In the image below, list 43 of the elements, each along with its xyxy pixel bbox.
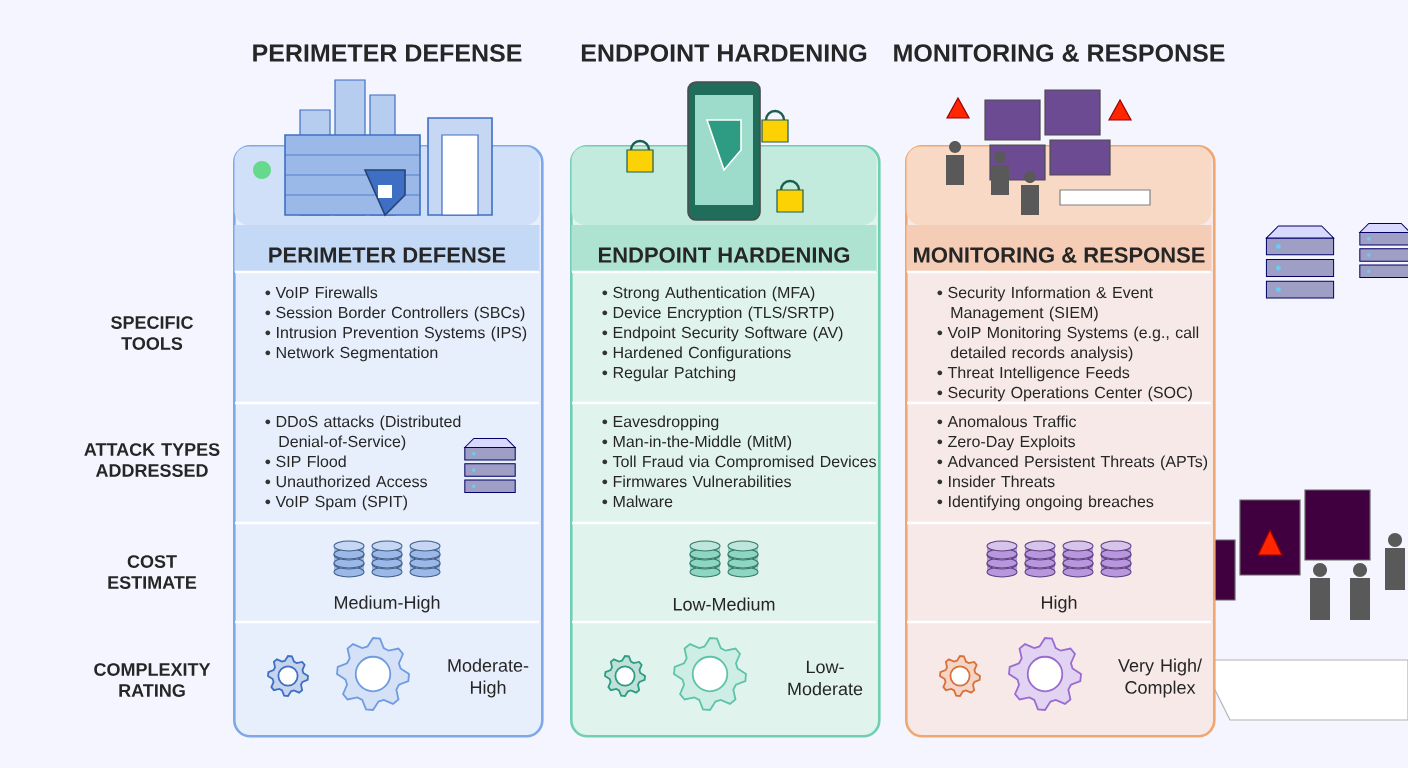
row-label: COMPLEXITY RATING	[94, 663, 211, 697]
bullet-item: Insider Threats	[937, 475, 1055, 488]
header-band: PERIMETER DEFENSE	[234, 225, 540, 272]
column-title: PERIMETER DEFENSE	[253, 44, 522, 62]
complexity-value: Moderate-High	[448, 658, 529, 698]
bullet-item: Hardened Configurations	[602, 346, 791, 362]
cost-value: Low-Medium	[673, 597, 775, 611]
bullet-item: Session Border Controllers (SBCs)	[265, 306, 525, 322]
bullet-item: VoIP Monitoring Systems (e.g., call detailed records analysis)	[937, 326, 1199, 362]
bullet-item: Anomalous Traffic	[937, 415, 1077, 428]
bullet-item: VoIP Spam (SPIT)	[265, 495, 407, 511]
row-label: SPECIFIC TOOLS	[111, 316, 194, 350]
bullet-item: Eavesdropping	[602, 415, 719, 431]
column-title: ENDPOINT HARDENING	[581, 44, 867, 62]
bullet-item: Threat Intelligence Feeds	[937, 366, 1130, 382]
bullet-item: Toll Fraud via Compromised Devices	[602, 455, 876, 471]
bullet-item: VoIP Firewalls	[265, 286, 378, 299]
bullet-item: Regular Patching	[602, 366, 736, 382]
complexity-value: Low-Moderate	[788, 660, 863, 696]
bullet-item: SIP Flood	[265, 455, 346, 468]
bullet-item: Zero-Day Exploits	[937, 435, 1075, 451]
header-band: ENDPOINT HARDENING	[571, 225, 877, 272]
bullet-item: Identifying ongoing breaches	[937, 495, 1154, 511]
bullet-item: Intrusion Prevention Systems (IPS)	[265, 326, 527, 342]
bullet-item: Security Information & Event Management (SIEM)	[937, 286, 1153, 322]
bullet-item: Unauthorized Access	[265, 475, 427, 488]
column-title: MONITORING & RESPONSE	[894, 44, 1225, 62]
bullet-item: Man-in-the-Middle (MitM)	[602, 435, 792, 451]
row-label: COST ESTIMATE	[108, 555, 197, 589]
bullet-item: Network Segmentation	[265, 346, 438, 362]
bullet-item: Device Encryption (TLS/SRTP)	[602, 306, 834, 322]
row-label: ATTACK TYPES ADDRESSED	[84, 443, 220, 477]
bullet-item: Security Operations Center (SOC)	[937, 386, 1192, 402]
bullet-item: Malware	[602, 495, 673, 508]
bullet-item: Strong Authentication (MFA)	[602, 286, 815, 302]
bullet-item: Advanced Persistent Threats (APTs)	[937, 455, 1208, 471]
cost-value: Medium-High	[334, 595, 440, 613]
header-band: MONITORING & RESPONSE	[906, 225, 1212, 272]
bullet-item: Endpoint Security Software (AV)	[602, 326, 843, 342]
bullet-item: DDoS attacks (Distributed Denial-of-Service)	[265, 415, 461, 451]
complexity-value: Very High/ Complex	[1118, 658, 1202, 698]
cost-value: High	[1041, 595, 1077, 613]
bullet-item: Firmwares Vulnerabilities	[602, 475, 791, 488]
